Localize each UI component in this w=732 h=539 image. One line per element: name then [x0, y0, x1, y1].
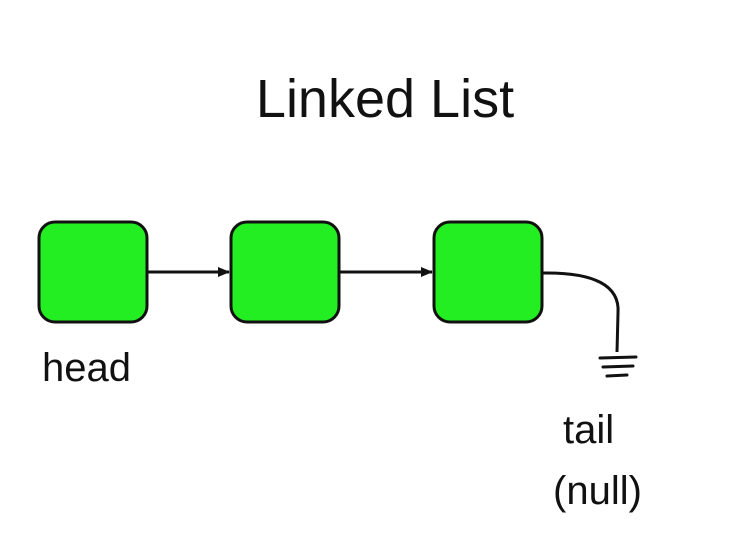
diagram-title: Linked List	[255, 69, 515, 129]
head-label: head	[42, 346, 131, 390]
list-node-3	[432, 220, 544, 324]
list-node-2	[229, 220, 341, 324]
null-label: (null)	[553, 469, 642, 513]
tail-label: tail	[563, 408, 615, 452]
tail-link-curve	[541, 271, 620, 353]
list-node-1	[37, 220, 149, 324]
ground-symbol-icon	[598, 355, 638, 378]
